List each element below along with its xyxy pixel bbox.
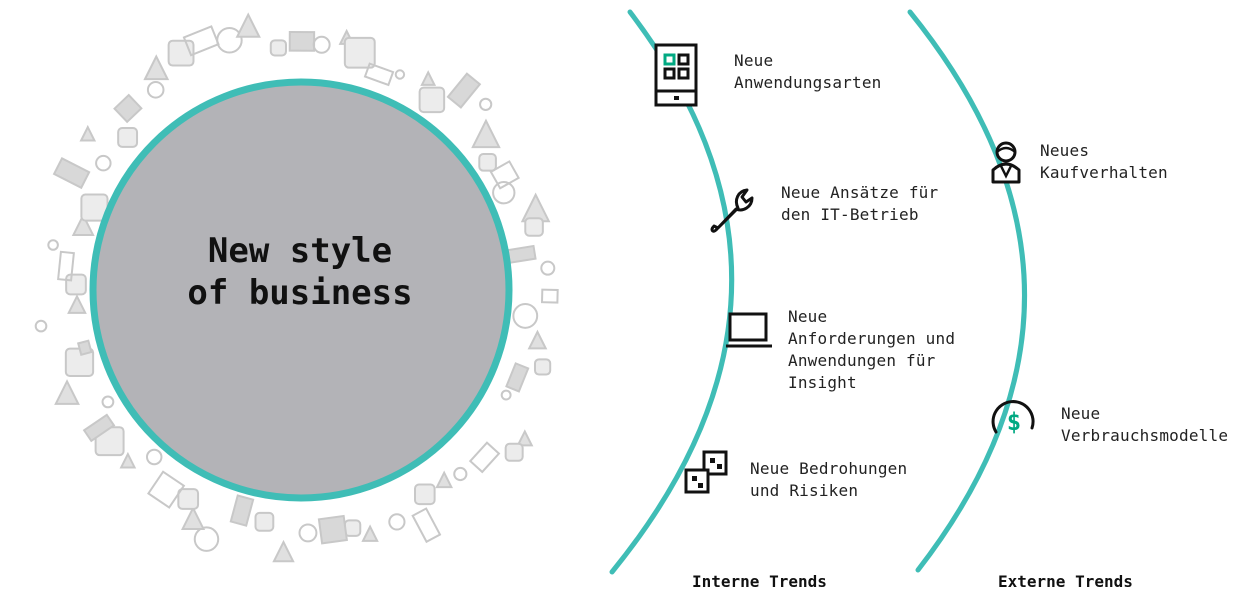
central-title: New style of business [187, 231, 413, 313]
doodle-shape [47, 239, 59, 251]
doodle-shape [101, 395, 115, 409]
doodle-shape [147, 470, 186, 509]
doodle-shape [298, 523, 318, 543]
doodle-shape [524, 217, 544, 237]
doodle-shape [269, 39, 287, 57]
doodle-shape [446, 72, 482, 109]
doodle-shape [79, 124, 97, 142]
doodle-shape [57, 250, 75, 282]
doodle-shape [193, 526, 220, 552]
doodle-shape [516, 429, 534, 447]
doodle-shape [504, 442, 524, 462]
doodle-shape [113, 93, 143, 124]
laptop-icon [726, 312, 772, 348]
wrench-icon [710, 188, 754, 233]
doodle-shape [317, 514, 348, 545]
internal-trends-footer: Interne Trends [692, 572, 827, 591]
doodle-shape [468, 441, 501, 474]
doodle-shape [343, 519, 362, 537]
trend-label-it-operations: Neue Ansätze für den IT-Betrieb [781, 183, 939, 224]
doodle-shape [540, 288, 559, 304]
dollar-icon: $ [991, 400, 1035, 436]
doodle-shape [479, 97, 493, 111]
doodle-shape [413, 483, 436, 506]
doodle-shape [418, 86, 446, 114]
doodle-shape [143, 54, 170, 81]
doodle-shape [76, 339, 93, 356]
doodle-shape [420, 70, 437, 86]
external-trends-arc [907, 9, 1027, 573]
doodle-shape [361, 524, 379, 542]
doodle-shape [272, 539, 295, 563]
doodle-shape [312, 35, 331, 54]
doodle-shape [527, 329, 548, 350]
doodle-shape [343, 36, 376, 69]
doodle-shape [533, 358, 552, 376]
app-grid-icon [654, 43, 698, 107]
trend-label-consumption-models: Neue Verbrauchsmodelle [1061, 404, 1229, 445]
doodle-shape [145, 448, 163, 466]
doodle-shape [506, 244, 537, 264]
doodle-shape [34, 319, 48, 333]
external-trends-footer: Externe Trends [998, 572, 1133, 591]
doodle-shape [119, 451, 137, 469]
doodle-shape [478, 153, 497, 172]
svg-text:$: $ [1007, 408, 1021, 436]
doodle-shape [435, 470, 454, 489]
person-icon [991, 141, 1021, 184]
trend-label-new-application-types: Neue Anwendungsarten [734, 51, 882, 92]
trend-label-insight-requirements: Neue Anforderungen und Anwendungen für I… [788, 307, 956, 392]
blocks-icon [684, 450, 728, 494]
doodle-shape [52, 157, 91, 190]
doodle-shape [181, 505, 206, 530]
doodle-shape [216, 27, 243, 54]
doodle-shape [235, 12, 261, 38]
doodle-shape [500, 389, 512, 401]
doodle-shape [117, 127, 139, 148]
doodle-shape [67, 294, 87, 314]
doodle-shape [229, 494, 255, 527]
doodle-shape [95, 154, 112, 172]
doodle-shape [182, 25, 220, 57]
doodle-shape [254, 511, 275, 532]
doodle-shape [540, 260, 556, 276]
doodle-shape [394, 69, 406, 80]
doodle-shape [54, 379, 80, 405]
trend-label-threats-risks: Neue Bedrohungen und Risiken [750, 459, 908, 500]
doodle-shape [363, 62, 395, 87]
doodle-shape [146, 81, 165, 99]
doodle-shape [71, 213, 95, 236]
doodle-shape [471, 118, 501, 149]
doodle-shape [411, 507, 442, 544]
doodle-ring [34, 12, 559, 563]
doodle-shape [82, 413, 116, 443]
doodle-shape [512, 303, 539, 329]
doodle-shape [505, 362, 530, 393]
doodle-shape [65, 273, 87, 296]
trend-label-buying-behaviour: Neues Kaufverhalten [1040, 141, 1168, 182]
doodle-shape [177, 488, 200, 510]
doodle-shape [453, 466, 468, 482]
doodle-shape [492, 181, 516, 205]
doodle-shape [288, 31, 316, 52]
central-circle [89, 78, 513, 502]
doodle-shape [388, 513, 406, 531]
